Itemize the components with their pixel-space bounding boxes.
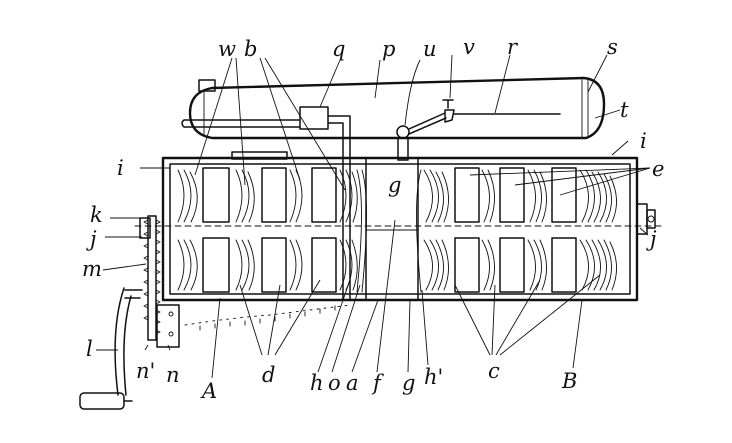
valve-box-q: [299, 106, 329, 130]
label-n-prime: n': [136, 359, 155, 383]
right-blades: [423, 167, 617, 293]
label-g-top: g: [388, 173, 401, 197]
label-l: l: [86, 337, 93, 361]
label-v: v: [463, 35, 475, 59]
label-B: B: [561, 369, 577, 393]
label-h: h: [310, 371, 324, 395]
label-j-left: j: [86, 227, 97, 251]
reference-labels: w b q p u v r s t i i e g k j j m l n' n…: [82, 35, 664, 403]
label-m: m: [82, 257, 102, 281]
label-t: t: [620, 98, 629, 122]
label-b: b: [244, 37, 257, 61]
label-k: k: [90, 203, 103, 227]
label-f: f: [371, 371, 384, 395]
label-e: e: [652, 157, 664, 181]
label-n: n: [166, 363, 180, 387]
right-bearing: [636, 203, 656, 235]
label-d: d: [262, 363, 275, 387]
label-s: s: [607, 35, 618, 59]
label-A: A: [200, 379, 217, 403]
filler-cap: [198, 79, 216, 92]
label-i-left: i: [117, 156, 124, 180]
label-j-right: j: [646, 227, 657, 251]
left-blades: [177, 167, 358, 293]
pawl-box: [156, 304, 180, 348]
leader-lines: [96, 54, 651, 379]
gear-and-crank: [79, 215, 180, 410]
label-a: a: [346, 371, 359, 395]
label-r: r: [507, 35, 519, 59]
label-p: p: [382, 37, 395, 61]
label-i-right: i: [640, 129, 647, 153]
reservoir-tank: [188, 76, 606, 140]
label-w: w: [218, 37, 236, 61]
label-g-bottom: g: [402, 371, 415, 395]
label-o: o: [328, 371, 341, 395]
label-c: c: [488, 359, 500, 383]
label-u: u: [423, 37, 437, 61]
right-valve: [396, 99, 561, 161]
heating-row: [184, 304, 351, 331]
centre-shafts: [356, 169, 422, 293]
label-h-prime: h': [424, 365, 443, 389]
label-q: q: [332, 37, 345, 61]
